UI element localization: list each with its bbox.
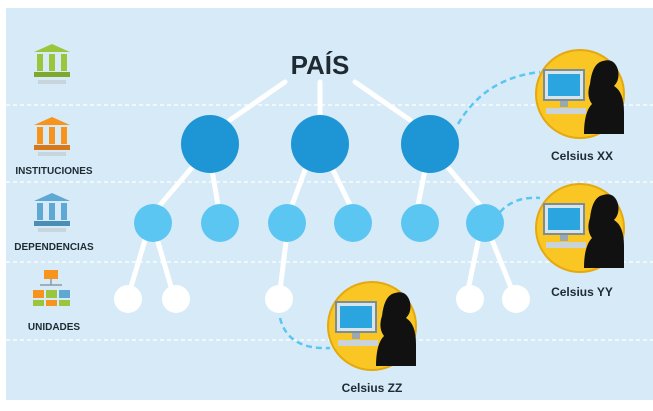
level-label-dependencies: DEPENDENCIAS <box>14 242 94 253</box>
user-badge-zz <box>327 281 417 371</box>
monitor-screen <box>340 306 372 328</box>
edge <box>289 167 308 208</box>
building-pillar <box>37 203 43 220</box>
user-badge-yy <box>535 183 625 273</box>
edge <box>157 161 198 208</box>
building-base <box>34 145 70 150</box>
edge <box>277 239 289 293</box>
monitor-screen <box>548 74 580 96</box>
level-icon-institutions <box>34 117 70 156</box>
keyboard-icon <box>546 108 586 114</box>
building-roof <box>34 117 70 125</box>
edge <box>329 165 353 208</box>
building-pillar <box>61 54 67 71</box>
unit-node <box>114 285 142 313</box>
edge <box>352 79 413 123</box>
building-shadow <box>38 80 66 84</box>
top-label: PAÍS <box>291 50 350 80</box>
org-box <box>59 290 70 298</box>
edge <box>415 167 428 208</box>
institution-nodes <box>181 115 459 173</box>
building-pillar <box>49 127 55 144</box>
building-pillar <box>37 54 43 71</box>
edge <box>209 167 221 208</box>
edge <box>155 239 175 293</box>
building-base <box>34 72 70 77</box>
level-icon-units <box>33 270 70 306</box>
person-silhouette-icon <box>584 194 624 268</box>
building-shadow <box>38 228 66 232</box>
edge <box>465 239 481 293</box>
building-roof <box>34 44 70 52</box>
unit-node <box>456 285 484 313</box>
edge <box>127 237 148 293</box>
dependency-node <box>466 204 504 242</box>
building-pillar <box>61 127 67 144</box>
org-box <box>33 290 44 298</box>
building-pillar <box>49 54 55 71</box>
org-box <box>33 300 44 306</box>
tree-edges <box>127 79 515 293</box>
user-connectors <box>278 70 541 350</box>
connector-xx <box>456 70 541 125</box>
level-label-units: UNIDADES <box>28 322 81 333</box>
building-roof <box>34 193 70 201</box>
edge <box>442 161 483 208</box>
institution-node <box>291 115 349 173</box>
edge <box>227 79 288 123</box>
building-shadow <box>38 152 66 156</box>
dependency-node <box>134 204 172 242</box>
unit-node <box>162 285 190 313</box>
keyboard-icon <box>338 340 378 346</box>
monitor-stand <box>352 333 360 339</box>
user-badge-xx <box>535 49 625 139</box>
connector-zz <box>278 317 331 350</box>
unit-node <box>502 285 530 313</box>
dependency-node <box>334 204 372 242</box>
edge <box>489 237 515 293</box>
monitor-screen <box>548 208 580 230</box>
monitor-stand <box>560 235 568 241</box>
person-silhouette-icon <box>584 60 624 135</box>
level-label-institutions: INSTITUCIONES <box>15 166 93 177</box>
unit-nodes <box>114 285 530 313</box>
monitor-stand <box>560 101 568 107</box>
level-icon-dependencies <box>34 193 70 232</box>
building-pillar <box>49 203 55 220</box>
institution-node <box>181 115 239 173</box>
org-box-top <box>44 270 58 279</box>
keyboard-icon <box>546 242 586 248</box>
org-box <box>59 300 70 306</box>
level-icon-country <box>34 44 70 84</box>
person-silhouette-icon <box>376 292 416 366</box>
user-label-xx: Celsius XX <box>551 149 613 163</box>
org-box <box>46 300 57 306</box>
user-label-zz: Celsius ZZ <box>342 381 403 395</box>
dependency-node <box>201 204 239 242</box>
building-pillar <box>61 203 67 220</box>
dependency-node <box>268 204 306 242</box>
org-box <box>46 290 57 298</box>
institution-node <box>401 115 459 173</box>
dependency-nodes <box>134 204 504 242</box>
building-pillar <box>37 127 43 144</box>
unit-node <box>265 285 293 313</box>
building-base <box>34 221 70 226</box>
connector-yy <box>499 196 541 213</box>
user-label-yy: Celsius YY <box>551 285 613 299</box>
dependency-node <box>401 204 439 242</box>
